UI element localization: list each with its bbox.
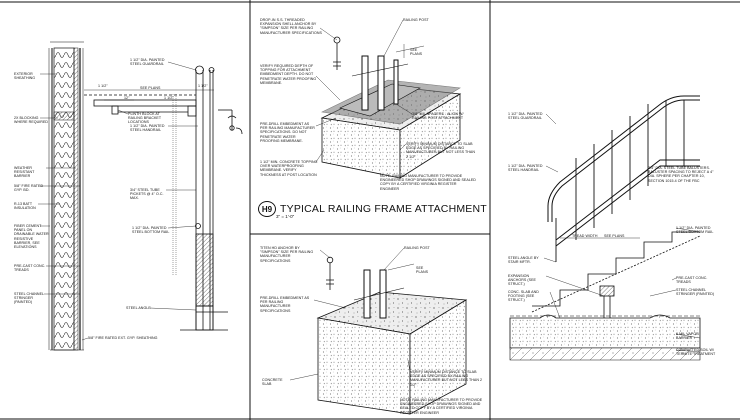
leader-line bbox=[81, 337, 89, 341]
annotation-label: PRE-CAST CONC. TREADS bbox=[14, 264, 46, 273]
leader-line bbox=[315, 75, 341, 101]
annotation-label: 1 1/2" DIA. PAINTED STEEL HANDRAIL bbox=[130, 124, 165, 133]
leader-line bbox=[545, 165, 559, 173]
leader-line bbox=[315, 117, 337, 127]
detail-badge: H9 bbox=[258, 201, 276, 217]
annotation-label: NOTE: RAILING MANUFACTURER TO PROVIDE EN… bbox=[380, 174, 476, 191]
leader-line bbox=[671, 277, 677, 281]
leader-line bbox=[639, 169, 649, 177]
annotation-label: STEEL ANGLE bbox=[126, 306, 151, 310]
detail-scale: 3" = 1'-0" bbox=[276, 214, 295, 219]
leader-line bbox=[383, 247, 405, 271]
leader-line bbox=[383, 19, 404, 57]
leader-line bbox=[319, 249, 331, 259]
annotation-label: 3/4" DIA. STEEL TUBE BALUSTERS. BALUSTER… bbox=[648, 166, 714, 183]
detail-title-block: H9 TYPICAL RAILING FRAME ATTACHMENT bbox=[258, 201, 487, 217]
leader-line bbox=[117, 109, 129, 115]
annotation-label: TITEN HD ANCHOR BY "SIMPSON" SIZE PER RA… bbox=[260, 246, 314, 263]
annotation-label: VERIFY MINIMUM DISTANCE TO SLAB EDGE AS … bbox=[406, 142, 475, 159]
annotation-label: COMPACTED SOIL W/ TERMITE TREATMENT bbox=[676, 348, 716, 357]
annotation-label: STEEL CHANNEL STRINGER (PAINTED) bbox=[14, 292, 44, 305]
annotation-label: VERIFY REQUIRED DEPTH OF TOPPING FOR ATT… bbox=[260, 64, 317, 85]
annotation-label: 1 1/2" DIA. PAINTED STEEL HANDRAIL bbox=[508, 164, 543, 173]
leader-line bbox=[545, 113, 557, 125]
leader-line bbox=[675, 333, 701, 339]
annotation-label: STEEL ANGLE BY STAIR MFTR. bbox=[508, 256, 539, 265]
detail-title: TYPICAL RAILING FRAME ATTACHMENT bbox=[280, 203, 487, 215]
annotation-label: DROP-IN S.S. THREADED EXPANSION SHELL AN… bbox=[260, 18, 322, 35]
leader-line bbox=[407, 359, 411, 373]
annotation-label: SEE PLANS bbox=[410, 48, 423, 57]
leader-line bbox=[167, 225, 197, 229]
leader-line bbox=[395, 103, 413, 115]
annotation-label: CONC. SLAB AND FOOTING (SEE STRUCT.) bbox=[508, 290, 539, 303]
annotation-label: PRE-DRILL EMBEDMENT AS PER RAILING MANUF… bbox=[260, 296, 310, 313]
annotation-label: FIBER CEMENT PANEL ON DRAINABLE WATER RE… bbox=[14, 224, 49, 250]
leader-line bbox=[545, 275, 605, 297]
leader-line bbox=[289, 373, 319, 381]
annotation-label: 6 MIL VAPOR BARRIER bbox=[676, 332, 699, 341]
annotation-label: R-13 BATT INSULATION bbox=[14, 202, 36, 211]
annotation-label: 3/8" MIL SPACERS - ALIGN W/ RAILING POST… bbox=[412, 112, 464, 121]
annotation-label: VERIFY MINIMUM DISTANCE TO SLAB EDGE AS … bbox=[410, 370, 483, 387]
annotation-label: SEE PLANS bbox=[416, 266, 429, 275]
leader-line bbox=[649, 289, 677, 297]
leader-line bbox=[319, 27, 338, 41]
annotation-label: NOTE: RAILING MANUFACTURER TO PROVIDE EN… bbox=[400, 398, 483, 415]
annotation-label: 1 1/2" bbox=[164, 96, 174, 100]
annotation-label: PLINTH BLOCK AT RAILING BRACKET LOCATION… bbox=[128, 112, 162, 125]
annotation-label: 2X BLOCKING WHERE REQUIRED bbox=[14, 116, 49, 125]
annotation-label: 5/8" FIRE RATED GYP. BD. bbox=[14, 184, 44, 193]
h9-detail-drawing bbox=[320, 36, 462, 179]
wall-section-drawing bbox=[48, 41, 243, 351]
annotation-label: 3/4" STEEL TUBE PICKETS @ 4" O.C. MAX. bbox=[130, 188, 164, 201]
leader-line bbox=[549, 291, 561, 319]
annotation-label: SEE PLANS bbox=[604, 234, 625, 238]
annotation-label: PRE-CAST CONC. TREADS bbox=[676, 276, 708, 285]
lower-detail-drawing bbox=[316, 256, 468, 415]
leader-line bbox=[149, 307, 197, 311]
leader-line bbox=[399, 143, 407, 151]
annotation-label: TREAD WIDTH bbox=[572, 234, 598, 238]
leader-line bbox=[313, 299, 347, 309]
annotation-label: 1 1/2" DIA. PAINTED STEEL BOTTOM RAIL bbox=[132, 226, 170, 235]
annotation-label: RAILING POST bbox=[403, 18, 429, 22]
annotation-label: 1 1/2" bbox=[198, 84, 208, 88]
leader-line bbox=[675, 349, 701, 353]
annotation-label: PRE-DRILL EMBEDMENT AS PER RAILING MANUF… bbox=[260, 122, 315, 143]
annotation-label: STEEL CHANNEL STRINGER (PAINTED) bbox=[676, 288, 715, 297]
annotation-label: 1 1/2" DIA. PAINTED STEEL BOTTOM RAIL bbox=[676, 226, 714, 235]
annotation-label: EXPANSION ANCHORS (SEE STRUCT.) bbox=[508, 274, 536, 287]
annotation-label: RAILING POST bbox=[404, 246, 430, 250]
annotation-label: 1 1/2" DIA. PAINTED STEEL GUARDRAIL bbox=[130, 58, 165, 67]
stair-detail-drawing bbox=[509, 95, 701, 361]
annotation-label: 1 1/2" DIA. PAINTED STEEL GUARDRAIL bbox=[508, 112, 543, 121]
annotation-label: 1 1/2" MIN. CONCRETE TOPPING OVER WATERP… bbox=[260, 160, 318, 177]
annotation-label: EXTERIOR SHEATHING bbox=[14, 72, 36, 81]
leader-line bbox=[675, 227, 701, 233]
annotation-label: SEE PLANS bbox=[140, 86, 161, 90]
annotation-label: 12" bbox=[124, 96, 130, 100]
annotation-label: 5/8" FIRE RATED EXT. GYP. SHEATHING bbox=[88, 336, 158, 340]
annotation-label: 1 1/2" bbox=[98, 84, 108, 88]
leader-line bbox=[167, 61, 197, 71]
leader-line bbox=[315, 149, 325, 163]
leader-line bbox=[543, 257, 557, 263]
annotation-label: WEATHER RESISTANT BARRIER bbox=[14, 166, 35, 179]
annotation-label: CONCRETE SLAB bbox=[262, 378, 283, 387]
